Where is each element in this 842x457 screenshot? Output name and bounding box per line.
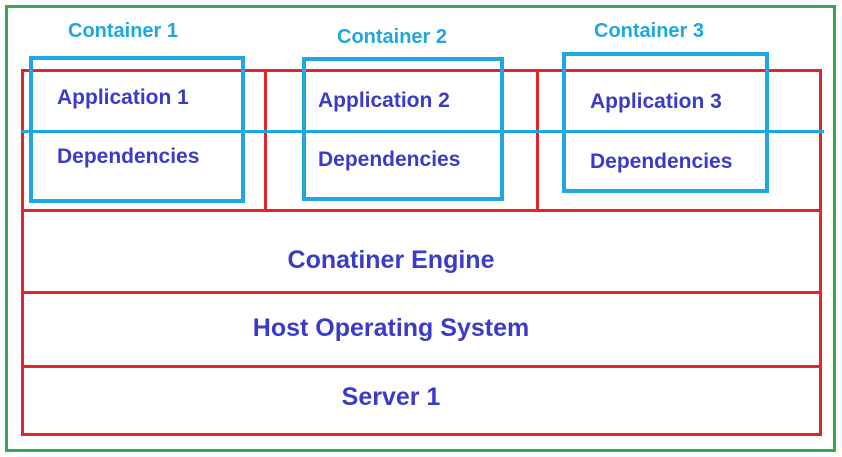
stack-outline bbox=[21, 69, 822, 436]
app-dependencies-separator bbox=[21, 130, 824, 133]
column-divider-1 bbox=[264, 69, 267, 211]
column-divider-2 bbox=[536, 69, 539, 211]
diagram-frame bbox=[5, 5, 836, 452]
container-2-label: Container 2 bbox=[337, 26, 448, 48]
server-label: Server 1 bbox=[341, 383, 441, 411]
container-1-application: Application 1 bbox=[57, 86, 189, 109]
engine-os-divider bbox=[21, 291, 822, 294]
container-row-divider bbox=[21, 209, 822, 212]
container-3-label: Container 3 bbox=[594, 20, 705, 42]
host-os-label: Host Operating System bbox=[252, 314, 530, 342]
container-2-application: Application 2 bbox=[318, 89, 450, 112]
os-server-divider bbox=[21, 365, 822, 368]
container-engine-label: Conatiner Engine bbox=[287, 246, 495, 274]
container-1-dependencies: Dependencies bbox=[57, 145, 200, 168]
container-2-dependencies: Dependencies bbox=[318, 148, 461, 171]
container-3-dependencies: Dependencies bbox=[590, 150, 733, 173]
container-3-application: Application 3 bbox=[590, 90, 722, 113]
container-3-box bbox=[562, 52, 769, 193]
container-2-box bbox=[302, 57, 504, 201]
container-1-label: Container 1 bbox=[68, 20, 179, 42]
container-1-box bbox=[29, 56, 245, 203]
